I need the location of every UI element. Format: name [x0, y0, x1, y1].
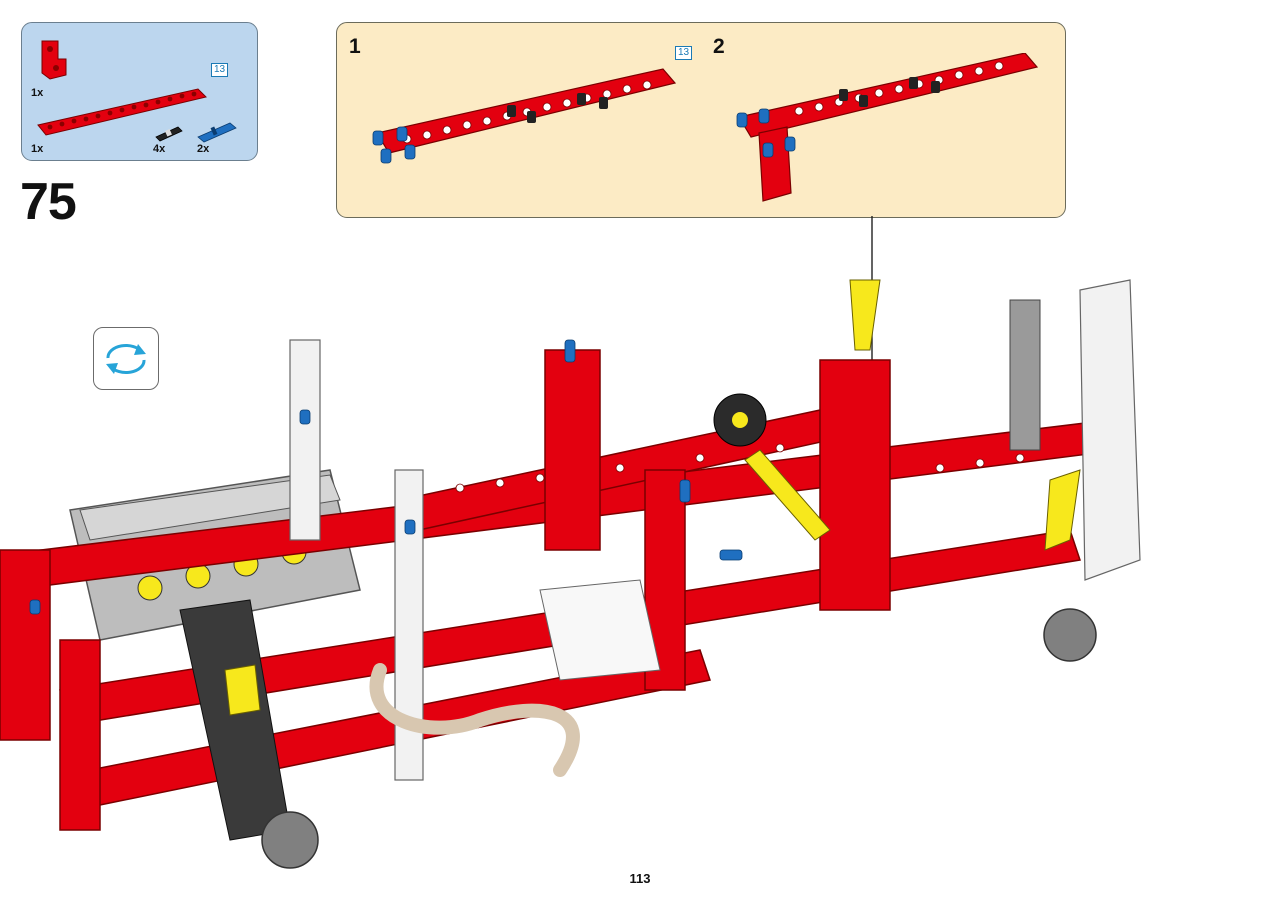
subassembly-callout: 1 13 2	[336, 22, 1066, 218]
substep-1-assembly	[372, 68, 677, 164]
black-friction-pin-part	[155, 126, 183, 142]
rotate-model-button	[93, 327, 159, 390]
substep-1-number: 1	[349, 35, 361, 58]
blue-long-pin-part	[197, 122, 237, 143]
model-assembly-illustration	[0, 279, 1141, 869]
parts-list-callout: 1x 13 1x 4x 2x	[21, 22, 258, 161]
red-angled-connector-part	[41, 40, 67, 80]
beam-length-tag: 13	[211, 63, 229, 77]
rotate-model-icon	[106, 344, 146, 374]
qty-beam: 1x	[31, 143, 44, 155]
substep-2-assembly	[736, 53, 1039, 202]
page-number: 113	[629, 871, 651, 886]
substep-2-number: 2	[713, 35, 725, 58]
qty-long-pin: 2x	[197, 143, 210, 155]
red-beam-part	[37, 88, 207, 136]
step-number: 75	[20, 173, 77, 231]
qty-friction-pin: 4x	[153, 143, 166, 155]
qty-angled-connector: 1x	[31, 87, 44, 99]
substep-1-beam-length-tag: 13	[675, 46, 693, 60]
